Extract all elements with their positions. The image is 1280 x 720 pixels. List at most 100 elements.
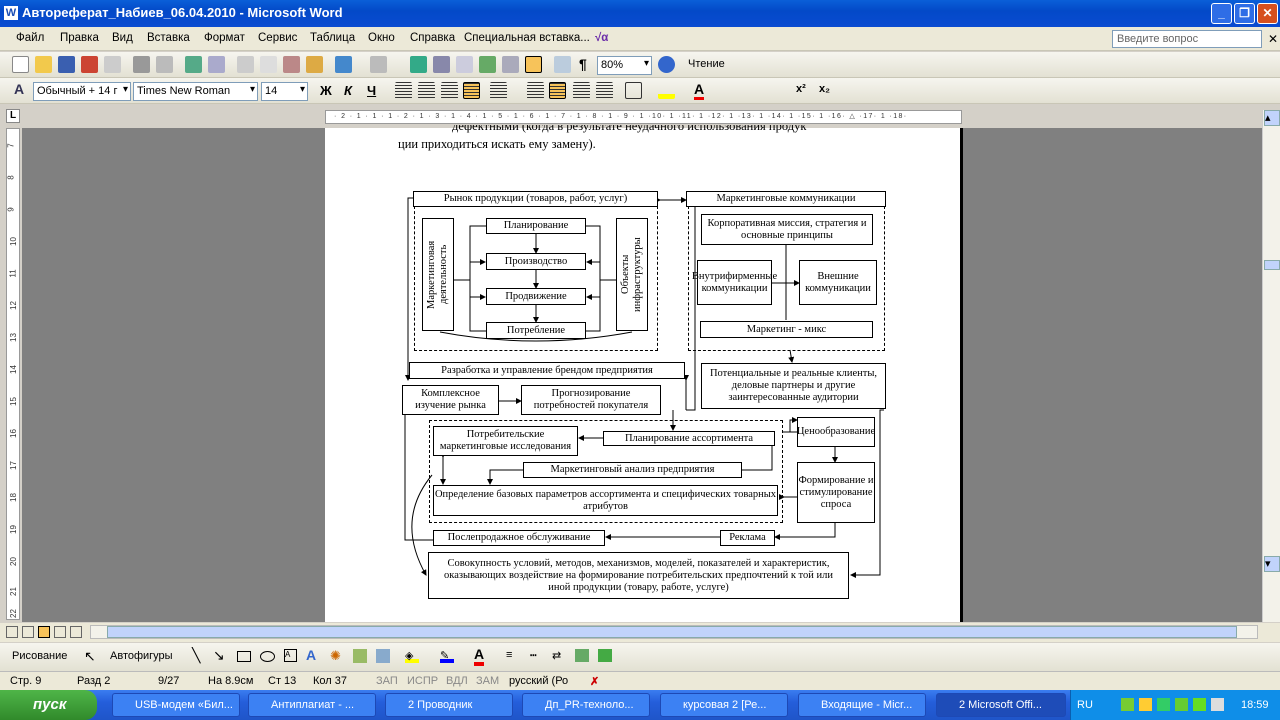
tab-selector-icon[interactable]: L [6,109,20,123]
decrease-indent-icon[interactable] [573,82,590,99]
increase-indent-icon[interactable] [596,82,613,99]
line-style-icon[interactable]: ≡ [506,649,513,661]
new-icon[interactable] [12,56,29,73]
menu-paste-special[interactable]: Специальная вставка... [464,32,590,44]
task-dp-pr[interactable]: Дп_PR-техноло... [522,693,650,717]
menu-tools[interactable]: Сервис [258,32,298,44]
horizontal-scrollbar[interactable] [90,625,1258,639]
permission-icon[interactable] [81,56,98,73]
tables-icon[interactable] [433,56,450,73]
numbering-icon[interactable] [527,82,544,99]
wordart-icon[interactable]: A [306,647,317,663]
redo-icon[interactable] [370,56,387,73]
paste-icon[interactable] [283,56,300,73]
menu-view[interactable]: Вид [112,32,133,44]
undo-icon[interactable] [335,56,352,73]
select-objects-icon[interactable]: ↖ [84,648,96,664]
drawing-icon[interactable] [525,56,542,73]
equation-icon[interactable]: √α [595,32,609,44]
horizontal-ruler[interactable]: · 2 · 1 · 1 · 1 · 2 · 1 · 3 · 1 · 4 · 1 … [325,110,962,124]
help-icon[interactable] [658,56,675,73]
tray-icon[interactable] [1157,698,1170,711]
oval-icon[interactable] [260,651,275,662]
textbox-icon[interactable]: A [284,649,297,662]
tray-icon[interactable] [1193,698,1206,711]
status-rec[interactable]: ЗАП [376,675,398,687]
spelling-status-icon[interactable]: ✗ [590,676,600,688]
font-color-draw-icon[interactable]: A [474,646,485,666]
research-icon[interactable] [208,56,225,73]
format-painter-icon[interactable] [306,56,323,73]
vertical-ruler[interactable]: 7 8 9 10 11 12 13 14 15 16 17 18 19 20 2… [6,128,20,620]
3d-icon[interactable] [598,649,612,662]
columns-icon[interactable] [502,56,519,73]
highlight-icon[interactable] [658,82,675,99]
tray-icon[interactable] [1211,698,1224,711]
italic-button[interactable]: К [344,83,352,98]
close-document-icon[interactable]: ✕ [1268,32,1279,46]
insert-table-icon[interactable] [456,56,473,73]
status-ext[interactable]: ВДЛ [446,675,468,687]
font-combo[interactable]: Times New Roman [133,82,258,101]
tray-icon[interactable] [1139,698,1152,711]
task-usb-modem[interactable]: USB-модем «Бил... [112,693,240,717]
picture-icon[interactable] [376,649,390,663]
ask-question-input[interactable]: Введите вопрос [1112,30,1262,48]
menu-format[interactable]: Формат [204,32,245,44]
subscript-icon[interactable]: x₂ [819,83,831,95]
preview-icon[interactable] [156,56,173,73]
drawing-menu[interactable]: Рисование [12,650,68,662]
font-size-combo[interactable]: 14 [261,82,308,101]
arrow-icon[interactable]: ↘ [213,647,225,663]
task-coursework[interactable]: курсовая 2 [Ре... [660,693,788,717]
status-ovr[interactable]: ЗАМ [476,675,500,687]
font-color-icon[interactable]: A [694,81,705,100]
reading-button[interactable]: Чтение [688,58,725,70]
line-color-icon[interactable]: ✎ [440,649,454,663]
shadow-icon[interactable] [575,649,589,662]
fill-color-icon[interactable]: ◈ [405,649,419,663]
superscript-icon[interactable]: x² [796,83,806,95]
bold-button[interactable]: Ж [320,83,332,98]
task-ms-office[interactable]: 2 Microsoft Offi... [936,693,1066,717]
web-view-icon[interactable] [22,626,34,638]
style-combo[interactable]: Обычный + 14 г [33,82,131,101]
email-icon[interactable] [104,56,121,73]
line-icon[interactable]: ╲ [192,647,201,663]
bullets-icon[interactable] [549,82,566,99]
start-button[interactable]: пуск [0,690,97,720]
clipart-icon[interactable] [353,649,367,663]
dash-style-icon[interactable]: ┅ [530,650,537,662]
zoom-combo[interactable]: 80% [597,56,652,75]
task-antiplagiat[interactable]: Антиплагиат - ... [248,693,376,717]
vertical-scrollbar[interactable]: ▴ ▾ [1262,110,1280,622]
menu-file[interactable]: Файл [16,32,45,44]
task-inbox[interactable]: Входящие - Micr... [798,693,926,717]
print-icon[interactable] [133,56,150,73]
borders-icon[interactable] [625,82,642,99]
save-icon[interactable] [58,56,75,73]
tray-icon[interactable] [1121,698,1134,711]
insert-excel-icon[interactable] [479,56,496,73]
justify-icon[interactable] [463,82,480,99]
clock[interactable]: 18:59 [1241,699,1269,711]
styles-icon[interactable]: A [14,81,25,97]
hyperlink-icon[interactable] [410,56,427,73]
maximize-button[interactable]: ❐ [1234,3,1255,24]
copy-icon[interactable] [260,56,277,73]
align-left-icon[interactable] [395,82,412,99]
minimize-button[interactable]: _ [1211,3,1232,24]
underline-button[interactable]: Ч [367,83,377,98]
show-formatting-icon[interactable]: ¶ [579,56,587,72]
menu-table[interactable]: Таблица [310,32,356,44]
status-trk[interactable]: ИСПР [407,675,439,687]
outline-view-icon[interactable] [54,626,66,638]
menu-help[interactable]: Справка [410,32,456,44]
arrow-style-icon[interactable]: ⇄ [552,650,562,662]
close-button[interactable]: ✕ [1257,3,1278,24]
line-spacing-icon[interactable] [490,82,507,99]
align-right-icon[interactable] [441,82,458,99]
scroll-up-button[interactable]: ▴ [1264,110,1280,126]
menu-insert[interactable]: Вставка [147,32,190,44]
tray-icon[interactable] [1175,698,1188,711]
